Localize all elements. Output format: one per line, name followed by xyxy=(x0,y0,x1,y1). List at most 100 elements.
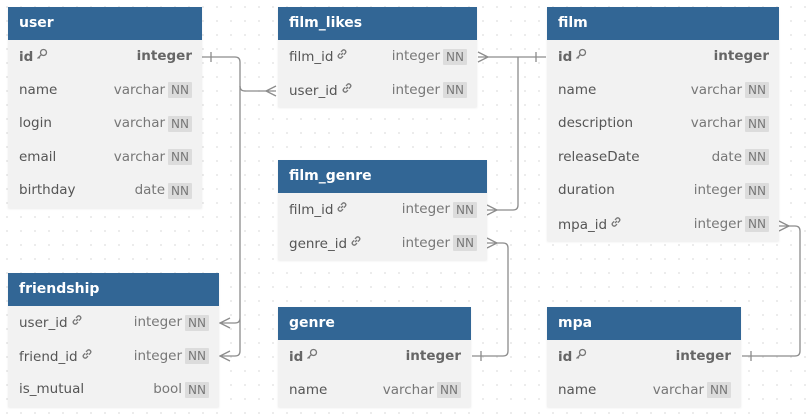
column-type-text: integer xyxy=(713,48,769,64)
link-icon xyxy=(341,74,353,108)
link-icon xyxy=(336,193,348,227)
column-name-text: birthday xyxy=(19,182,76,198)
key-icon xyxy=(36,40,48,74)
table-header: user xyxy=(8,7,202,40)
not-null-badge: NN xyxy=(185,348,209,365)
not-null-badge: NN xyxy=(168,82,192,99)
connector-mpa-film xyxy=(742,225,801,357)
table-header: film_genre xyxy=(278,160,487,193)
column-name: description xyxy=(558,107,633,141)
column-type-text: integer xyxy=(133,314,183,330)
column-type-text: varchar xyxy=(113,81,166,98)
not-null-badge: NN xyxy=(707,382,731,399)
column-type-text: integer xyxy=(391,81,441,98)
key-icon xyxy=(575,340,587,374)
column-name-text: name xyxy=(558,381,597,398)
column-name: id xyxy=(19,40,48,74)
column-row[interactable]: id integer xyxy=(278,340,471,374)
column-name: is_mutual xyxy=(19,373,84,407)
column-name-text: id xyxy=(289,348,304,365)
column-name-text: releaseDate xyxy=(558,148,640,165)
column-name: name xyxy=(289,374,327,408)
link-icon xyxy=(81,340,93,374)
table-header: film_likes xyxy=(278,7,477,40)
column-type-text: date xyxy=(134,182,166,198)
table-header: film xyxy=(547,7,779,40)
column-name-text: genre_id xyxy=(289,235,348,252)
column-name: id xyxy=(289,340,318,374)
not-null-badge: NN xyxy=(185,381,209,398)
link-icon xyxy=(350,227,362,261)
not-null-badge: NN xyxy=(437,382,461,399)
column-type-text: integer xyxy=(401,201,451,217)
not-null-badge: NN xyxy=(168,182,192,199)
column-name: user_id xyxy=(19,306,83,340)
not-null-badge: NN xyxy=(745,149,769,166)
column-name: id xyxy=(558,40,587,74)
column-type-text: integer xyxy=(693,215,743,232)
column-name: email xyxy=(19,141,56,175)
column-name-text: mpa_id xyxy=(558,216,608,233)
column-name-text: film_id xyxy=(289,48,334,65)
not-null-badge: NN xyxy=(185,314,209,331)
column-type-text: integer xyxy=(405,348,461,364)
key-icon xyxy=(575,40,587,74)
not-null-badge: NN xyxy=(443,82,467,99)
column-name-text: name xyxy=(558,81,597,98)
column-name-text: login xyxy=(19,115,52,131)
not-null-badge: NN xyxy=(443,48,467,65)
column-name: mpa_id xyxy=(558,208,622,242)
not-null-badge: NN xyxy=(453,201,477,218)
column-type: integer xyxy=(406,340,461,374)
column-name-text: id xyxy=(19,48,34,65)
column-name-text: name xyxy=(19,81,58,98)
column-type-text: integer xyxy=(675,348,731,364)
link-icon xyxy=(610,208,622,242)
column-name-text: is_mutual xyxy=(19,381,85,397)
column-name: birthday xyxy=(19,174,76,208)
column-type: integer xyxy=(714,40,769,74)
not-null-badge: NN xyxy=(745,216,769,233)
column-name-text: email xyxy=(19,148,57,165)
column-name: name xyxy=(19,74,57,108)
column-row[interactable]: id integer xyxy=(547,40,779,74)
